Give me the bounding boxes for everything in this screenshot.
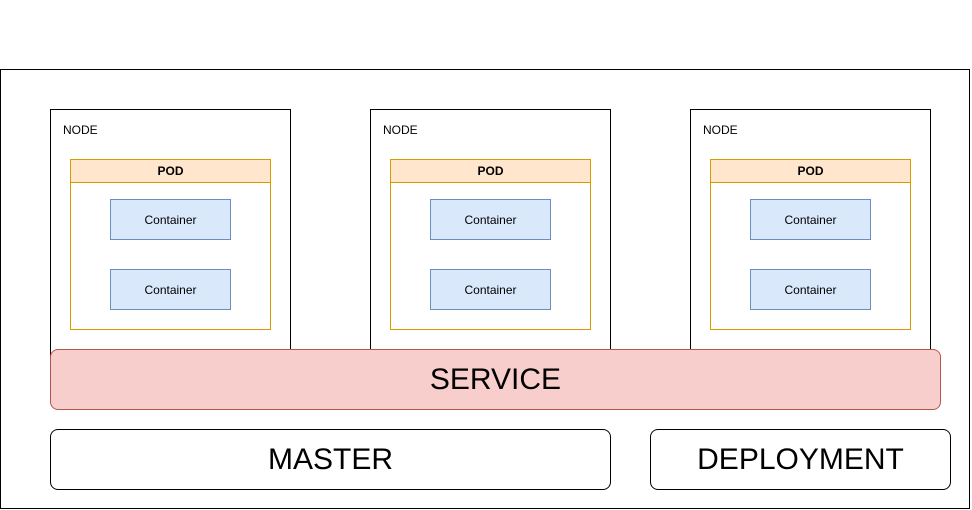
deployment-box[interactable]: DEPLOYMENT: [650, 429, 951, 490]
container-box[interactable]: Container: [430, 269, 551, 310]
service-bar[interactable]: SERVICE: [50, 349, 941, 410]
container-box[interactable]: Container: [750, 269, 871, 310]
pod-box[interactable]: POD Container Container: [710, 159, 911, 330]
node-label: NODE: [383, 123, 418, 137]
node-label: NODE: [703, 123, 738, 137]
container-box[interactable]: Container: [430, 199, 551, 240]
pod-box[interactable]: POD Container Container: [390, 159, 591, 330]
pod-label: POD: [391, 160, 590, 183]
node-label: NODE: [63, 123, 98, 137]
node-box[interactable]: NODE POD Container Container: [50, 109, 291, 360]
container-box[interactable]: Container: [110, 269, 231, 310]
container-box[interactable]: Container: [750, 199, 871, 240]
pod-box[interactable]: POD Container Container: [70, 159, 271, 330]
container-box[interactable]: Container: [110, 199, 231, 240]
node-box[interactable]: NODE POD Container Container: [370, 109, 611, 360]
master-box[interactable]: MASTER: [50, 429, 611, 490]
node-box[interactable]: NODE POD Container Container: [690, 109, 931, 360]
pod-label: POD: [71, 160, 270, 183]
pod-label: POD: [711, 160, 910, 183]
